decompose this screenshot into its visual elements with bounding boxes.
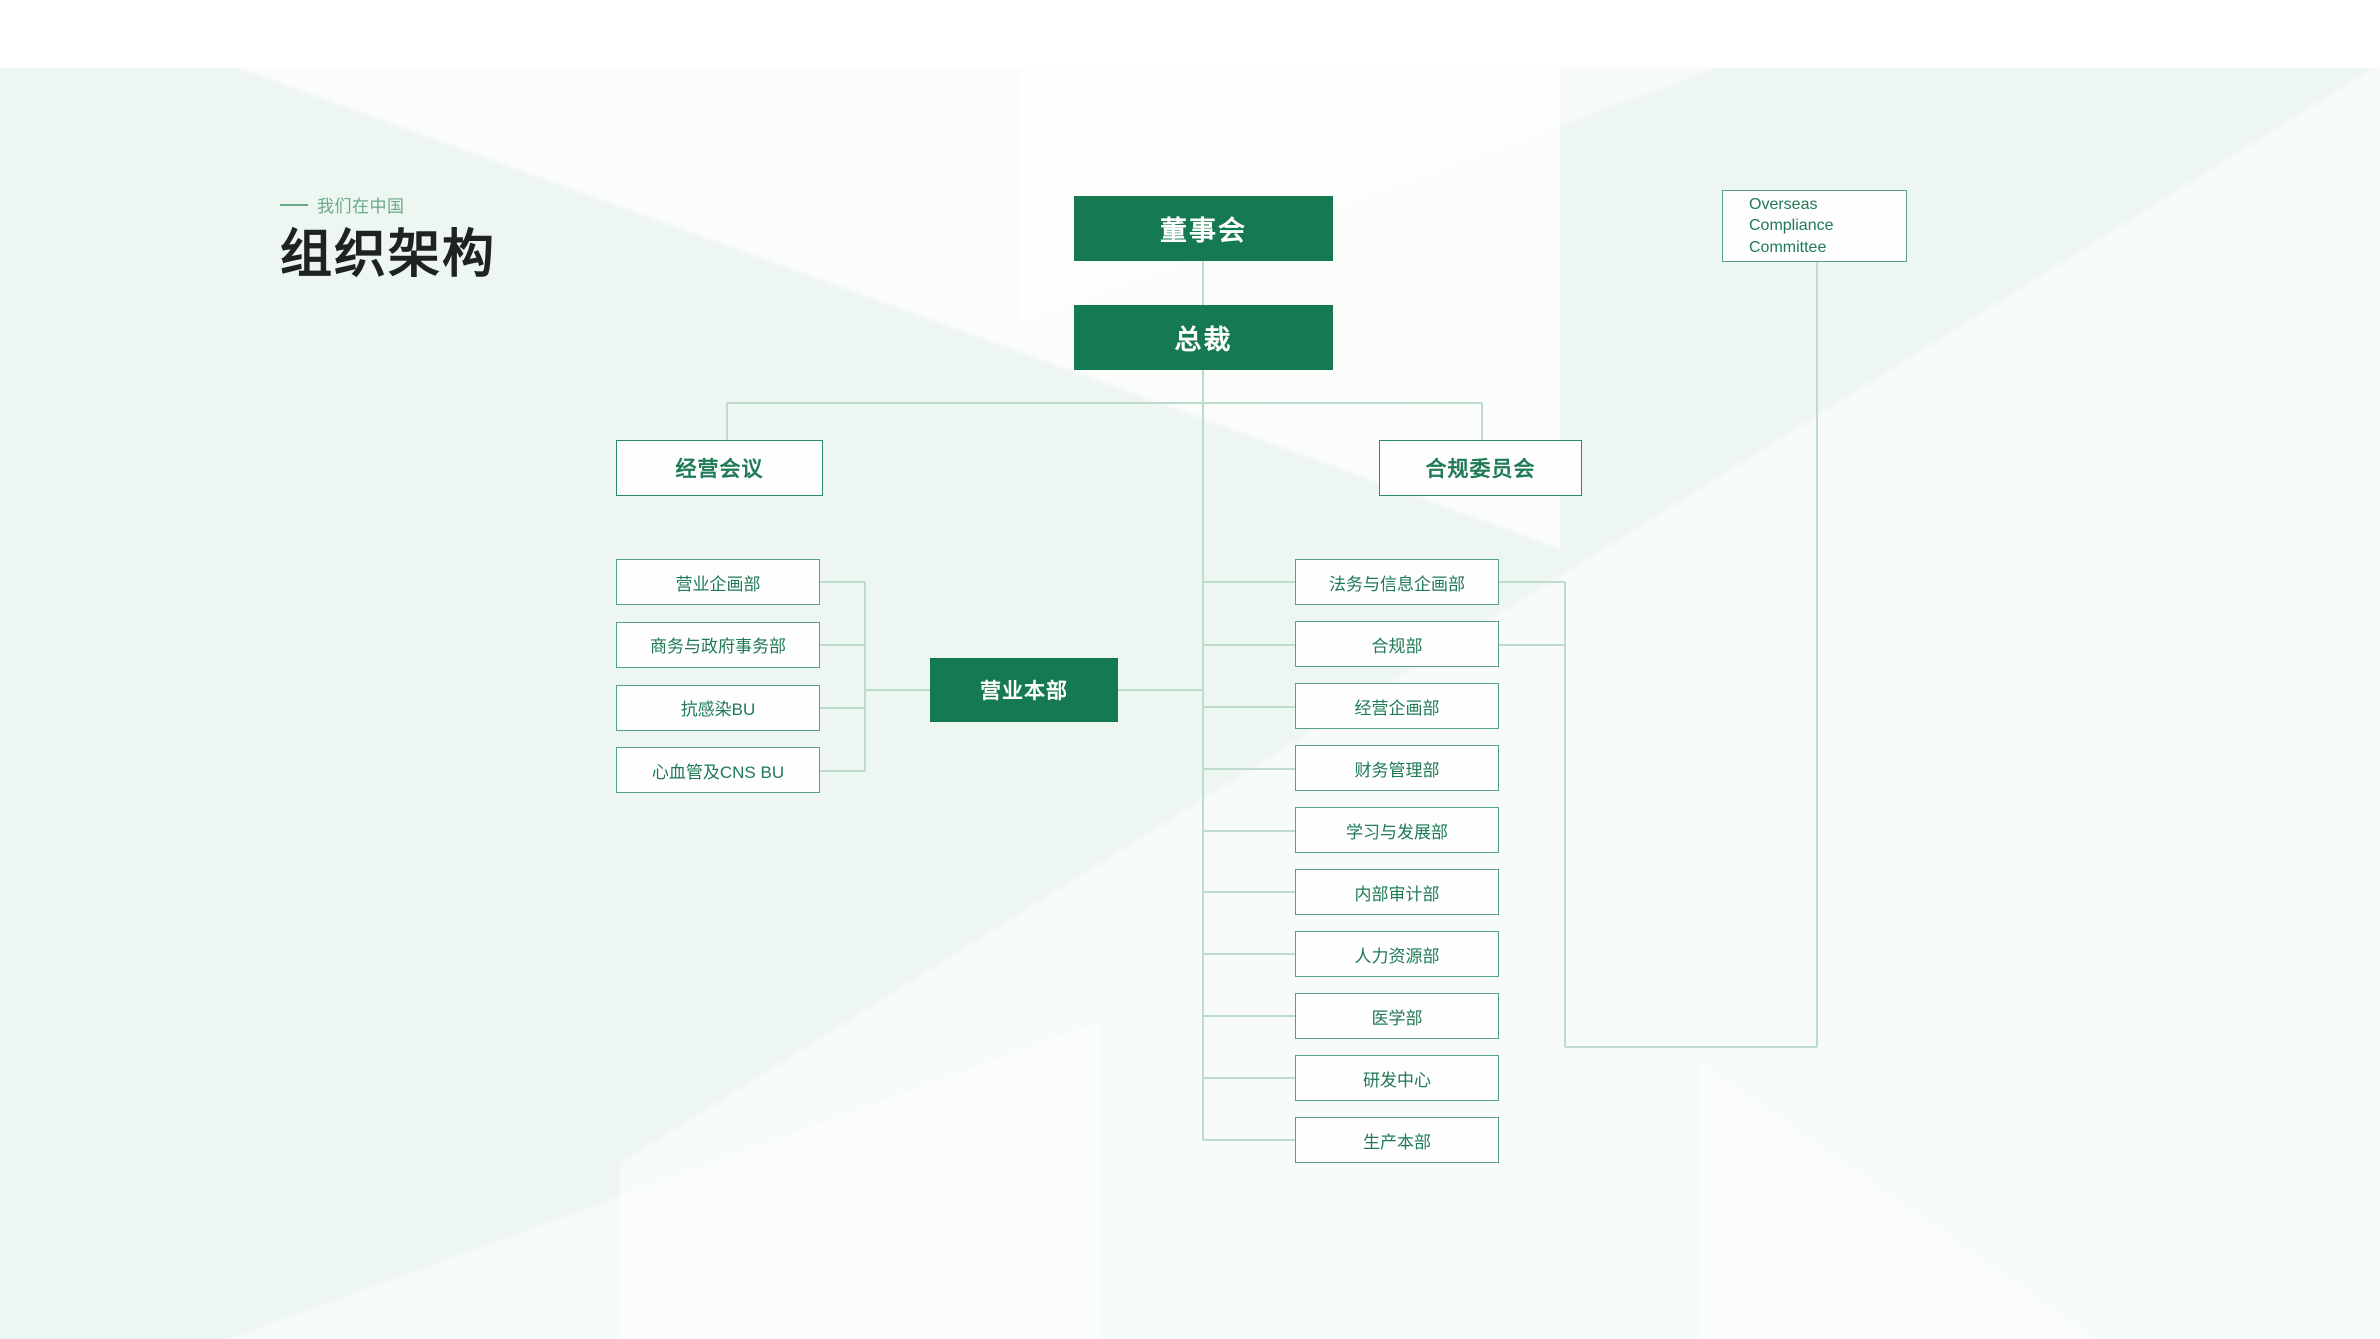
occ-line-3: Committee [1749,238,1827,256]
node-left-dept-4[interactable]: 心血管及CNS BU [616,747,820,794]
node-right-dept-4-label: 财务管理部 [1354,760,1440,780]
node-right-dept-8-label: 医学部 [1371,1008,1423,1028]
page-kicker: 我们在中国 [280,192,496,217]
occ-line-1: Overseas [1749,196,1818,214]
node-right-dept-5-label: 学习与发展部 [1346,822,1448,842]
node-president[interactable]: 总裁 [1074,305,1333,370]
node-right-dept-10-label: 生产本部 [1363,1132,1431,1152]
node-left-dept-4-label: 心血管及CNS BU [651,762,785,782]
page-title: 组织架构 [280,226,497,284]
node-right-dept-7-label: 人力资源部 [1354,946,1440,966]
node-right-dept-9[interactable]: 研发中心 [1295,1055,1499,1101]
node-right-dept-8[interactable]: 医学部 [1295,993,1499,1039]
node-overseas-compliance-committee[interactable]: Overseas Compliance Committee [1722,190,1907,262]
node-right-dept-6[interactable]: 内部审计部 [1295,869,1499,915]
kicker-label: 我们在中国 [317,197,405,216]
node-left-dept-3-label: 抗感染BU [680,700,756,720]
node-left-dept-1-label: 营业企画部 [675,574,761,594]
node-right-dept-1-label: 法务与信息企画部 [1329,574,1465,594]
node-right-dept-3[interactable]: 经营企画部 [1295,683,1499,729]
node-right-dept-3-label: 经营企画部 [1354,698,1440,718]
page-heading: 我们在中国 组织架构 [280,192,496,284]
node-right-dept-9-label: 研发中心 [1363,1070,1431,1090]
node-right-dept-4[interactable]: 财务管理部 [1295,745,1499,791]
node-right-dept-2[interactable]: 合规部 [1295,621,1499,667]
top-white-band [0,0,2380,68]
node-president-label: 总裁 [1174,325,1233,355]
node-management-meeting[interactable]: 经营会议 [616,440,823,496]
node-right-dept-5[interactable]: 学习与发展部 [1295,807,1499,853]
node-compliance-committee[interactable]: 合规委员会 [1379,440,1582,496]
node-right-dept-1[interactable]: 法务与信息企画部 [1295,559,1499,605]
occ-line-2: Compliance [1749,217,1834,235]
kicker-dash-icon [280,203,308,206]
node-compliance-committee-label: 合规委员会 [1425,458,1536,481]
node-sales-headquarters[interactable]: 营业本部 [930,658,1118,722]
node-management-meeting-label: 经营会议 [675,458,764,481]
node-sales-headquarters-label: 营业本部 [980,680,1068,703]
node-left-dept-1[interactable]: 营业企画部 [616,559,820,605]
node-right-dept-2-label: 合规部 [1371,636,1423,656]
node-left-dept-3[interactable]: 抗感染BU [616,684,820,731]
node-board-of-directors[interactable]: 董事会 [1074,196,1333,261]
node-right-dept-7[interactable]: 人力资源部 [1295,931,1499,977]
node-right-dept-10[interactable]: 生产本部 [1295,1117,1499,1163]
node-left-dept-2[interactable]: 商务与政府事务部 [616,621,820,668]
node-left-dept-2-label: 商务与政府事务部 [650,637,786,657]
node-board-of-directors-label: 董事会 [1160,216,1247,246]
node-right-dept-6-label: 内部审计部 [1354,884,1440,904]
